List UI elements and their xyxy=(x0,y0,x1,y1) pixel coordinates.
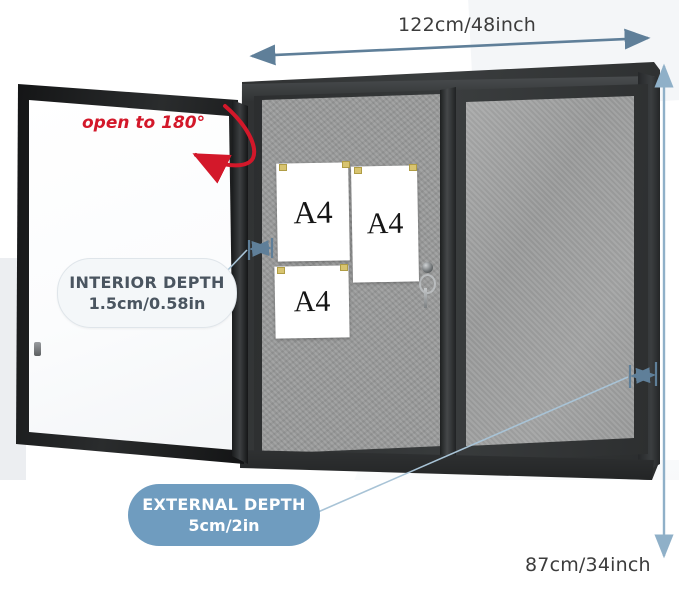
open-angle-label: open to 180° xyxy=(82,113,206,133)
pushpin-icon xyxy=(277,267,285,274)
open-door-hinge-edge xyxy=(232,100,248,464)
pushpin-icon xyxy=(340,264,348,271)
open-angle-arrow xyxy=(192,104,257,184)
external-depth-value: 5cm/2in xyxy=(188,516,260,535)
interior-depth-indicator xyxy=(225,238,274,273)
keyring-icon xyxy=(419,274,436,294)
interior-depth-title: INTERIOR DEPTH xyxy=(69,273,225,292)
pushpin-icon xyxy=(279,164,287,171)
external-depth-callout: EXTERNAL DEPTH 5cm/2in xyxy=(128,484,320,546)
interior-depth-value: 1.5cm/0.58in xyxy=(88,294,206,313)
door-lock[interactable] xyxy=(418,262,436,314)
cabinet-center-post xyxy=(440,87,456,466)
interior-depth-callout: INTERIOR DEPTH 1.5cm/0.58in xyxy=(57,258,237,328)
external-depth-title: EXTERNAL DEPTH xyxy=(142,495,306,514)
lock-cylinder-icon xyxy=(422,262,433,273)
width-dimension-label: 122cm/48inch xyxy=(398,14,537,36)
open-door-handle[interactable] xyxy=(34,342,41,356)
bulletin-board-cabinet xyxy=(240,62,660,482)
background-panel-bottom xyxy=(0,480,679,604)
width-dimension-arrow xyxy=(249,28,651,66)
glass-panel-right xyxy=(466,96,634,446)
key-icon xyxy=(424,288,427,308)
height-dimension-label: 87cm/34inch xyxy=(525,554,651,576)
pushpin-icon xyxy=(354,167,362,174)
external-depth-indicator xyxy=(317,362,658,513)
pushpin-icon xyxy=(342,161,350,168)
pushpin-icon xyxy=(409,164,417,171)
